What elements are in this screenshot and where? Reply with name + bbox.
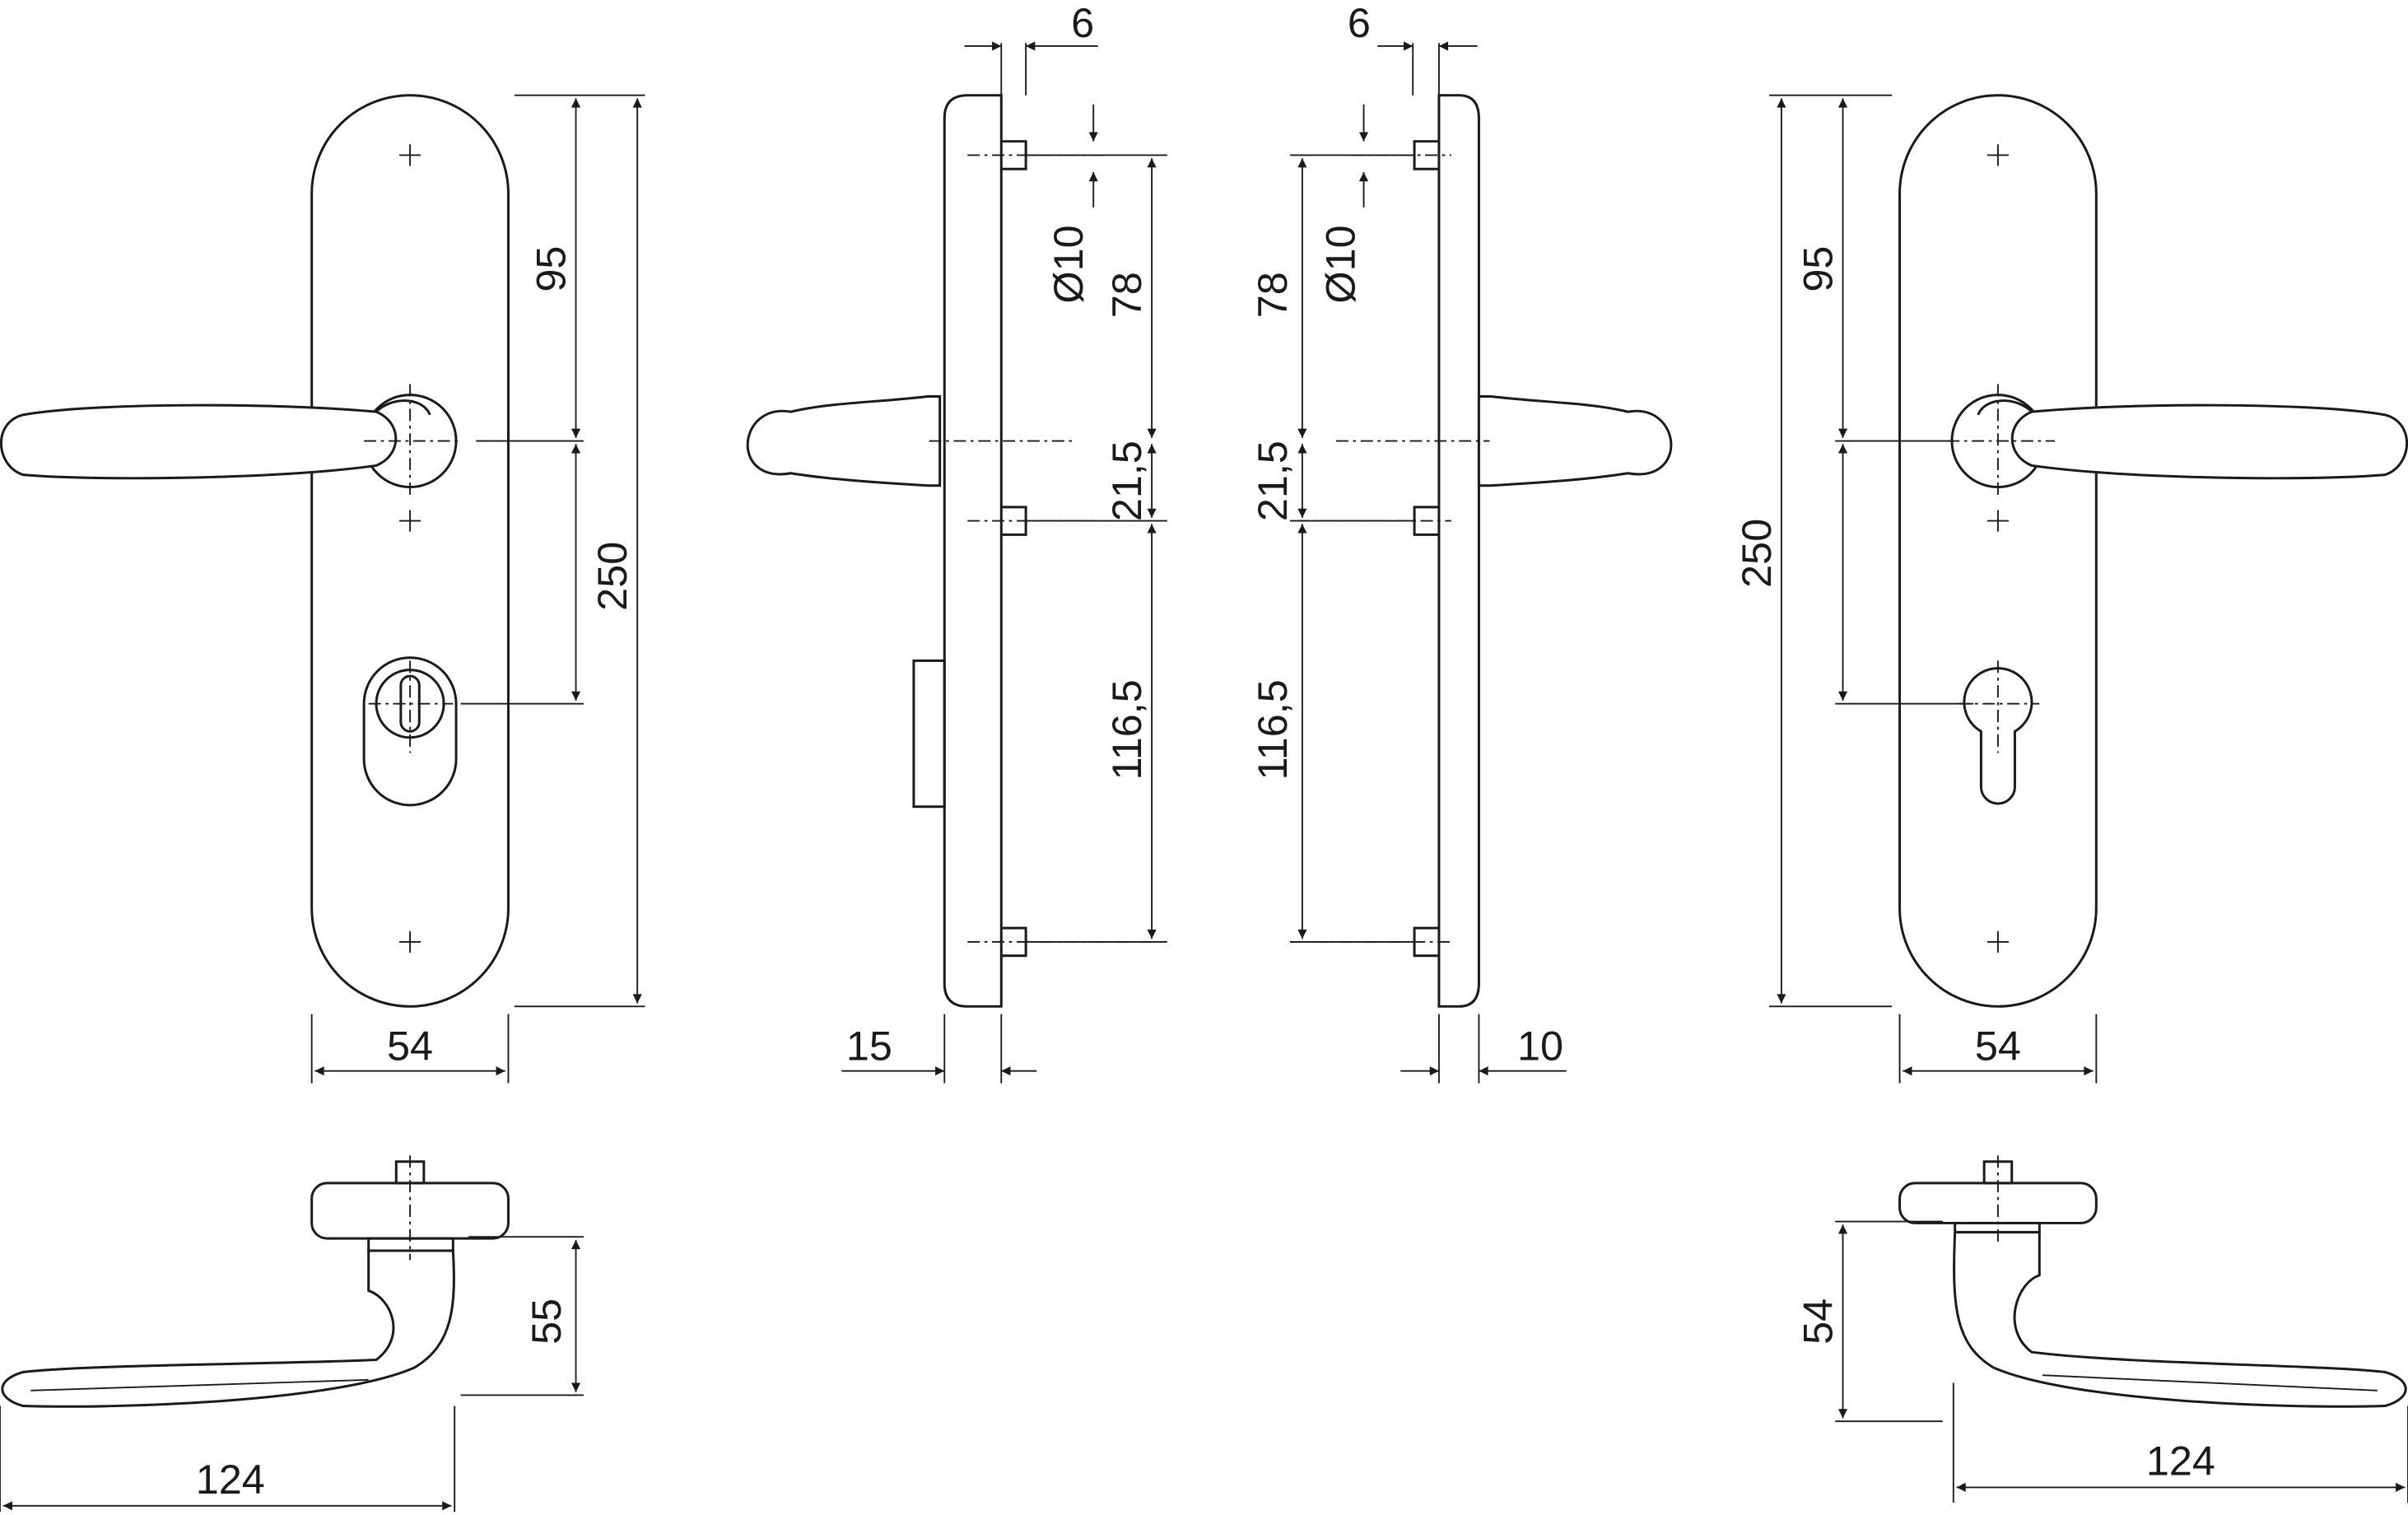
dim-250: 250 xyxy=(589,542,636,611)
front-view-left: 95 250 54 xyxy=(0,94,645,1084)
dim-78: 78 xyxy=(1103,272,1150,318)
dim-124: 124 xyxy=(2146,1437,2215,1484)
side-view-right: 6 Ø10 78 21,5 116,5 10 xyxy=(1249,0,1673,1084)
dim-15: 15 xyxy=(846,1023,892,1070)
dim-250: 250 xyxy=(1733,519,1780,588)
top-view-right: 54 124 xyxy=(1794,1155,2408,1503)
dim-78: 78 xyxy=(1249,272,1296,318)
top-view-left: 55 124 xyxy=(0,1155,584,1513)
dim-55: 55 xyxy=(523,1298,570,1345)
dim-54: 54 xyxy=(387,1023,433,1070)
front-view-right: 95 250 54 xyxy=(1733,94,2408,1084)
dim-diameter: Ø10 xyxy=(1316,225,1363,303)
dim-95: 95 xyxy=(1794,246,1841,292)
dim-21-5: 21,5 xyxy=(1249,441,1296,521)
dim-124: 124 xyxy=(196,1456,265,1503)
dim-54: 54 xyxy=(1975,1023,2021,1070)
dim-54: 54 xyxy=(1794,1298,1841,1345)
dim-10: 10 xyxy=(1517,1023,1563,1070)
dim-6: 6 xyxy=(1348,0,1371,46)
dim-6: 6 xyxy=(1071,0,1094,46)
side-view-left: 6 Ø10 78 21,5 116,5 15 xyxy=(746,0,1167,1084)
dim-95: 95 xyxy=(527,246,574,292)
dim-diameter: Ø10 xyxy=(1045,225,1092,303)
dim-21-5: 21,5 xyxy=(1103,441,1150,521)
dim-116-5: 116,5 xyxy=(1103,679,1150,780)
dim-116-5: 116,5 xyxy=(1249,679,1296,780)
